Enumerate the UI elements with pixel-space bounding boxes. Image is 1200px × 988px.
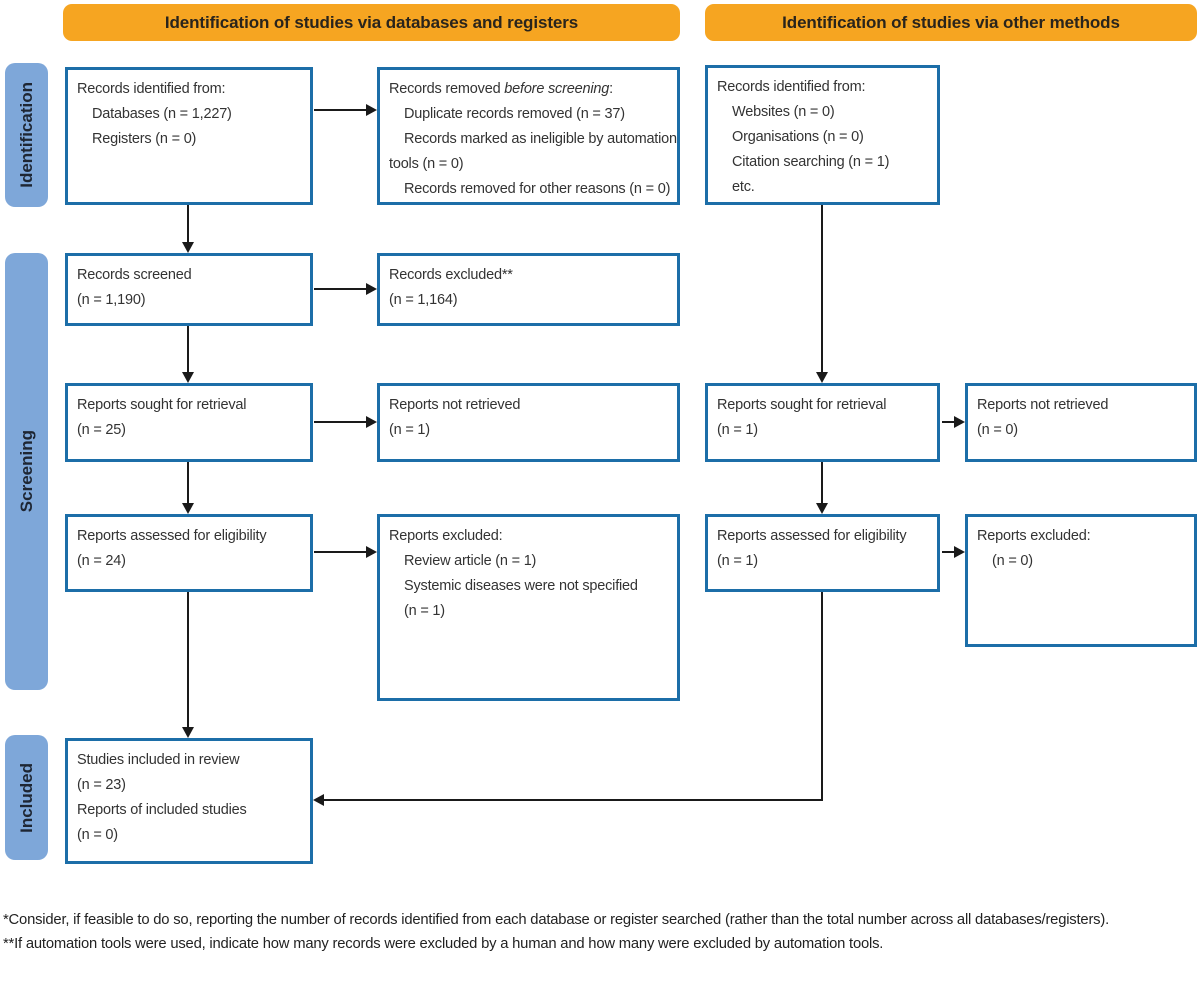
box-line: Registers (n = 0) [92, 131, 197, 147]
box-line: (n = 23) [77, 777, 126, 793]
arrow-identified-to-removed [314, 109, 366, 111]
box-line: Reports sought for retrieval [717, 397, 887, 413]
box-line: Records identified from: [77, 81, 226, 97]
header-other-methods: Identification of studies via other meth… [705, 4, 1197, 41]
stage-screening-label: Screening [16, 430, 36, 513]
footnote-double-asterisk: **If automation tools were used, indicat… [3, 936, 884, 952]
stage-identification-label: Identification [16, 82, 36, 188]
box-line: Records screened [77, 267, 192, 283]
arrow-other-assessed-to-included [324, 799, 823, 801]
arrow-other-identified-to-sought [821, 205, 823, 372]
box-reports-assessed-other: Reports assessed for eligibility (n = 1) [705, 514, 940, 592]
box-line: (n = 1,164) [389, 292, 458, 308]
box-line: Reports not retrieved [389, 397, 521, 413]
box-reports-assessed-db: Reports assessed for eligibility (n = 24… [65, 514, 313, 592]
stage-identification: Identification [5, 63, 48, 207]
box-line: (n = 1,190) [77, 292, 146, 308]
box-reports-excluded-db: Reports excluded: Review article (n = 1)… [377, 514, 680, 701]
box-records-screened: Records screened (n = 1,190) [65, 253, 313, 326]
box-line: (n = 1) [717, 422, 758, 438]
box-line: Review article (n = 1) [404, 553, 537, 569]
box-reports-sought-db: Reports sought for retrieval (n = 25) [65, 383, 313, 462]
box-line: Organisations (n = 0) [732, 129, 864, 145]
arrow-screened-to-excluded [314, 288, 366, 290]
box-reports-not-retrieved-db: Reports not retrieved (n = 1) [377, 383, 680, 462]
box-line: tools (n = 0) [389, 156, 464, 172]
box-line: Reports assessed for eligibility [717, 528, 907, 544]
box-records-removed-before-screening: Records removed before screening: Duplic… [377, 67, 680, 205]
box-line: Records marked as ineligible by automati… [404, 131, 677, 147]
box-line: (n = 1) [717, 553, 758, 569]
box-line: (n = 1) [389, 422, 430, 438]
box-line: Reports assessed for eligibility [77, 528, 267, 544]
box-line: (n = 0) [977, 422, 1018, 438]
connector-other-assessed-vertical [821, 592, 823, 800]
arrow-assessed-to-included [187, 592, 189, 727]
box-line: Databases (n = 1,227) [92, 106, 232, 122]
box-line: (n = 24) [77, 553, 126, 569]
box-line: (n = 25) [77, 422, 126, 438]
box-studies-included: Studies included in review (n = 23) Repo… [65, 738, 313, 864]
footnote-asterisk: *Consider, if feasible to do so, reporti… [3, 912, 1110, 928]
arrow-screened-to-sought [187, 326, 189, 372]
box-line-italic: before screening [504, 81, 610, 97]
box-line: Websites (n = 0) [732, 104, 835, 120]
arrow-other-sought-to-not-retrieved [942, 421, 954, 423]
box-line: Reports excluded: [977, 528, 1091, 544]
box-line: Reports excluded: [389, 528, 503, 544]
box-reports-excluded-other: Reports excluded: (n = 0) [965, 514, 1197, 647]
box-line-text: : [609, 81, 613, 97]
arrow-assessed-to-excluded [314, 551, 366, 553]
box-line: Reports not retrieved [977, 397, 1109, 413]
arrow-other-assessed-to-excluded [942, 551, 954, 553]
box-line: Records excluded** [389, 267, 513, 283]
box-records-excluded: Records excluded** (n = 1,164) [377, 253, 680, 326]
box-line: Systemic diseases were not specified [404, 578, 638, 594]
stage-screening: Screening [5, 253, 48, 690]
box-records-identified-other: Records identified from: Websites (n = 0… [705, 65, 940, 205]
arrow-identified-to-screened [187, 205, 189, 242]
box-line: etc. [732, 179, 755, 195]
arrow-other-sought-to-assessed [821, 462, 823, 503]
box-reports-not-retrieved-other: Reports not retrieved (n = 0) [965, 383, 1197, 462]
box-line: (n = 0) [77, 827, 118, 843]
box-line: (n = 1) [404, 603, 445, 619]
arrow-sought-to-assessed [187, 462, 189, 503]
box-line: (n = 0) [992, 553, 1033, 569]
header-databases-registers: Identification of studies via databases … [63, 4, 680, 41]
box-line-text: Records removed [389, 81, 505, 97]
box-line: Reports of included studies [77, 802, 247, 818]
arrow-sought-to-not-retrieved [314, 421, 366, 423]
stage-included: Included [5, 735, 48, 860]
box-line: Studies included in review [77, 752, 240, 768]
box-records-identified-databases: Records identified from: Databases (n = … [65, 67, 313, 205]
box-line: Records removed for other reasons (n = 0… [404, 181, 671, 197]
box-line: Reports sought for retrieval [77, 397, 247, 413]
box-line: Duplicate records removed (n = 37) [404, 106, 625, 122]
box-line: Citation searching (n = 1) [732, 154, 890, 170]
box-line: Records identified from: [717, 79, 866, 95]
stage-included-label: Included [16, 762, 36, 833]
box-reports-sought-other: Reports sought for retrieval (n = 1) [705, 383, 940, 462]
box-line: Records removed before screening: [389, 77, 668, 102]
